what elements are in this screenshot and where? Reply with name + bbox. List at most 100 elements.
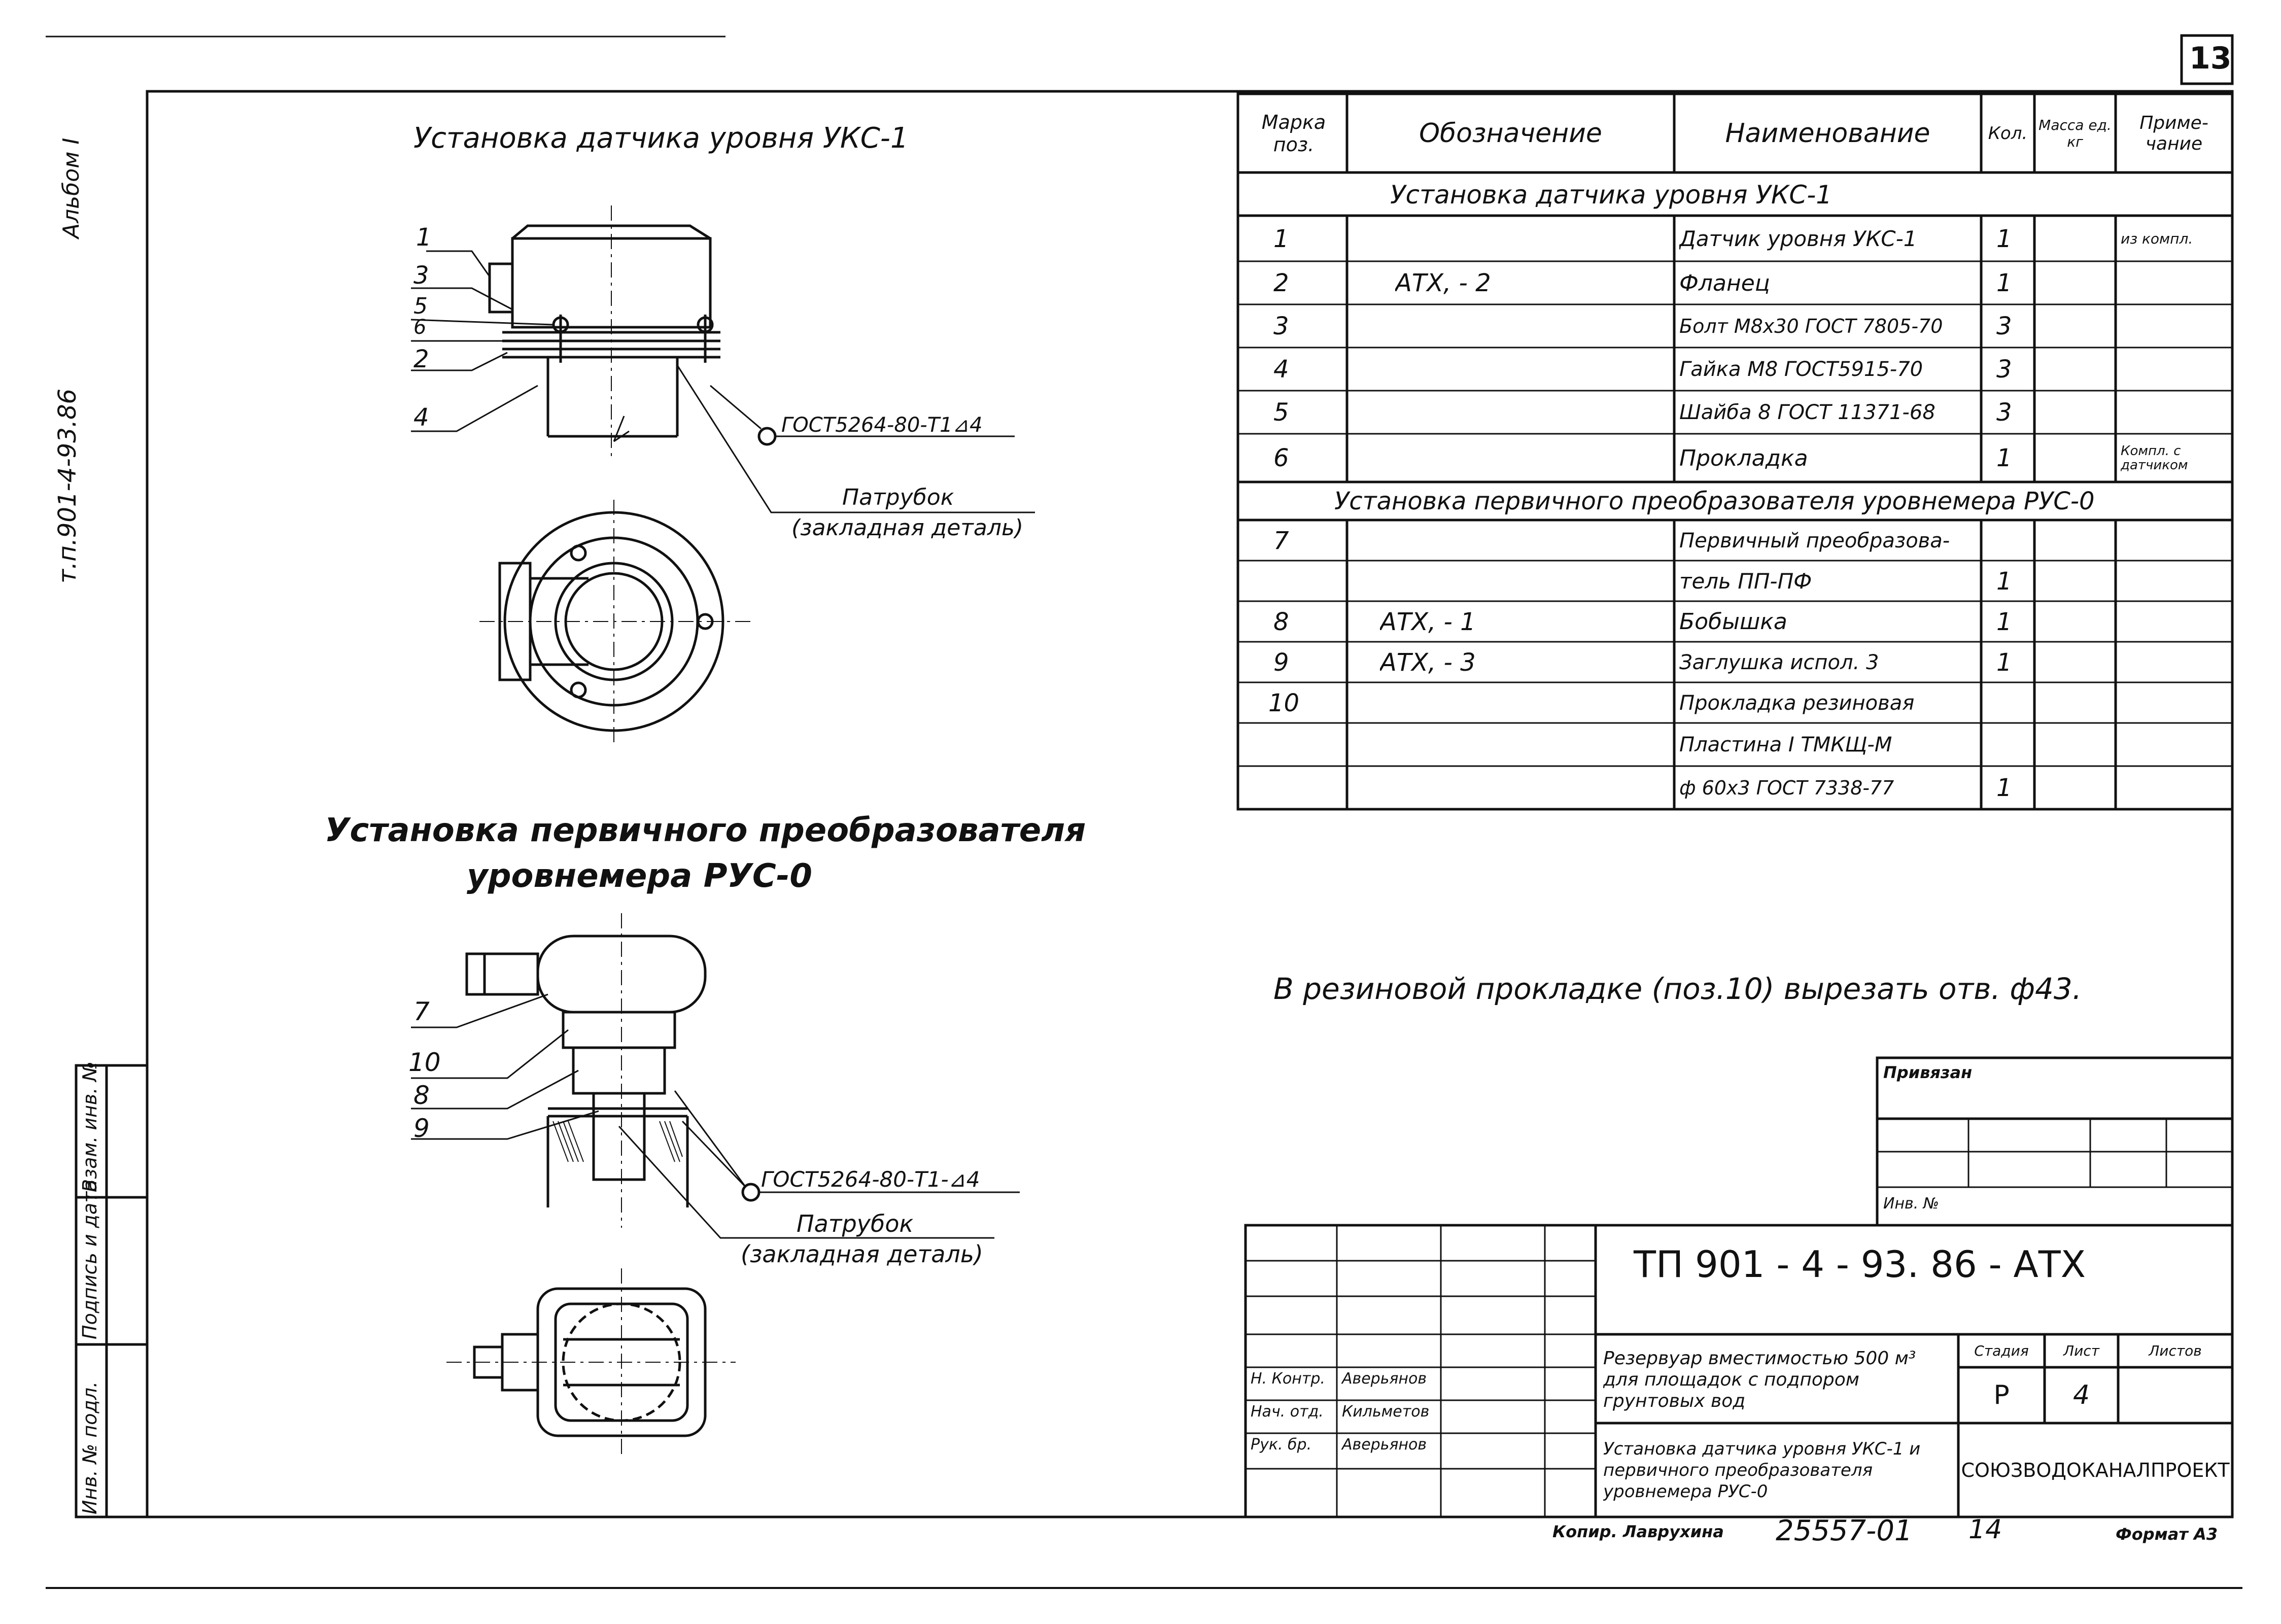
callout-5: 5 [413, 293, 428, 319]
row6-qty: 1 [1996, 444, 2012, 472]
signer-name-3: Аверьянов [1342, 1436, 1427, 1454]
copied-by: Копир. Лаврухина [1552, 1522, 1724, 1541]
row5-qty: 3 [1996, 398, 2012, 427]
header-mark: Марка поз. [1261, 111, 1326, 156]
callout-9: 9 [413, 1114, 430, 1143]
stamp-podpis: Подпись и дата [79, 1180, 101, 1339]
row3-qty: 3 [1996, 312, 2012, 340]
row2-name: Фланец [1679, 270, 1770, 296]
callout-1: 1 [416, 223, 432, 252]
row2-des: АТХ, - 2 [1395, 269, 1491, 297]
drawing1-pipe-sublabel: (закладная деталь) [791, 515, 1024, 541]
row1-qty: 1 [1996, 224, 2012, 253]
signer-name-1: Аверьянов [1342, 1370, 1427, 1388]
row1-name: Датчик уровня УКС-1 [1679, 226, 1917, 251]
drawing-rus0 [411, 913, 1020, 1456]
row3-name: Болт М8х30 ГОСТ 7805-70 [1679, 315, 1943, 337]
organization: СОЮЗВОДОКАНАЛПРОЕКТ [1961, 1459, 2230, 1481]
sheet-label: Лист [2063, 1342, 2099, 1359]
row9-qty: 1 [1996, 648, 2012, 677]
row6-note: Компл. с датчиком [2121, 443, 2188, 473]
paper-format: Формат А3 [2116, 1525, 2218, 1544]
row6-pos: 6 [1273, 444, 1289, 472]
row8-des: АТХ, - 1 [1380, 607, 1476, 636]
header-note: Приме- чание [2139, 112, 2208, 154]
header-mass: Масса ед. кг [2038, 116, 2112, 150]
row10c-name: ф 60х3 ГОСТ 7338-77 [1679, 777, 1894, 799]
sheet-title: Установка датчика уровня УКС-1 и первичн… [1603, 1438, 1921, 1502]
header-name: Наименование [1725, 118, 1930, 149]
row10c-qty: 1 [1996, 774, 2012, 802]
row7-pos: 7 [1273, 526, 1289, 555]
project-title: Резервуар вместимостью 500 м³ для площад… [1603, 1348, 1916, 1411]
header-qty: Кол. [1988, 123, 2028, 144]
row10-pos: 10 [1268, 688, 1300, 717]
row4-name: Гайка М8 ГОСТ5915-70 [1679, 358, 1923, 381]
margin-doc-code: т.п.901-4-93.86 [53, 388, 82, 583]
row7-name: Первичный преобразова- [1679, 529, 1950, 552]
drawing2-pipe-label: Патрубок [797, 1210, 914, 1237]
row10b-name: Пластина I ТМКЩ-М [1679, 733, 1892, 756]
drawing2-title-1: Установка первичного преобразователя [325, 812, 1086, 849]
signer-role-3: Рук. бр. [1251, 1436, 1312, 1454]
cutout-note: В резиновой прокладке (поз.10) вырезать … [1273, 972, 2082, 1006]
sheets-value [2121, 1370, 2230, 1421]
album-label: Альбом I [58, 137, 84, 238]
callout-4: 4 [413, 403, 429, 432]
sheet-number: 13 [2189, 41, 2232, 76]
spec-table-grid [1236, 92, 2234, 811]
stamp-inv-podl: Инв. № подл. [79, 1381, 101, 1514]
drawing-uks1 [410, 205, 1035, 743]
page-number: 14 [1968, 1514, 2002, 1545]
section-rus0: Установка первичного преобразователя уро… [1334, 487, 2095, 515]
row2-qty: 1 [1996, 269, 2012, 297]
header-designation: Обозначение [1419, 118, 1602, 149]
row9-pos: 9 [1273, 648, 1289, 677]
row9-des: АТХ, - 3 [1380, 648, 1476, 677]
signer-role-1: Н. Контр. [1251, 1370, 1325, 1388]
stamp-vzam: Взам. инв. № [79, 1061, 101, 1192]
sheets-label: Листов [2149, 1342, 2202, 1359]
callout-6: 6 [413, 316, 427, 339]
drawing1-pipe-label: Патрубок [842, 485, 954, 510]
row2-pos: 2 [1273, 269, 1289, 297]
callout-8: 8 [413, 1081, 430, 1110]
drawing1-weld-note: ГОСТ5264-80-Т1⊿4 [781, 413, 983, 437]
row5-pos: 5 [1273, 398, 1289, 427]
doc-code: ТП 901 - 4 - 93. 86 - АТХ [1634, 1243, 2086, 1286]
row5-name: Шайба 8 ГОСТ 11371-68 [1679, 401, 1936, 424]
drawing2-pipe-sublabel: (закладная деталь) [741, 1240, 983, 1268]
inv-no-label: Инв. № [1883, 1195, 1940, 1213]
drawing2-title-2: уровнемера РУС-0 [467, 857, 812, 895]
drawing1-title: Установка датчика уровня УКС-1 [413, 122, 909, 155]
left-stamp-strip [75, 1064, 149, 1518]
row1-note: из компл. [2121, 230, 2193, 247]
row4-pos: 4 [1273, 355, 1289, 384]
row3-pos: 3 [1273, 312, 1289, 340]
row8-pos: 8 [1273, 607, 1289, 636]
row6-name: Прокладка [1679, 445, 1808, 471]
sheet-value: 4 [2072, 1380, 2090, 1410]
signer-name-2: Кильметов [1342, 1403, 1430, 1421]
drawing2-weld-note: ГОСТ5264-80-Т1-⊿4 [761, 1167, 980, 1192]
title-block-grid [1244, 1056, 2234, 1518]
sheet-number-box [2180, 34, 2234, 85]
row8-qty: 1 [1996, 607, 2012, 636]
row7b-name: тель ПП-ПФ [1679, 569, 1812, 594]
callout-7: 7 [413, 997, 430, 1026]
callout-3: 3 [413, 261, 429, 290]
callout-2: 2 [413, 345, 429, 373]
section-uks1: Установка датчика уровня УКС-1 [1390, 180, 1833, 210]
row10-name: Прокладка резиновая [1679, 691, 1915, 715]
stage-value: Р [1993, 1380, 2010, 1410]
row7b-qty: 1 [1996, 567, 2012, 596]
order-number: 25557-01 [1776, 1514, 1913, 1547]
row8-name: Бобышка [1679, 609, 1787, 635]
signer-role-2: Нач. отд. [1251, 1403, 1324, 1421]
privyazan-label: Привязан [1883, 1063, 1973, 1082]
row9-name: Заглушка испол. 3 [1679, 650, 1879, 674]
stage-label: Стадия [1974, 1342, 2029, 1359]
callout-10: 10 [408, 1048, 441, 1077]
row4-qty: 3 [1996, 355, 2012, 384]
